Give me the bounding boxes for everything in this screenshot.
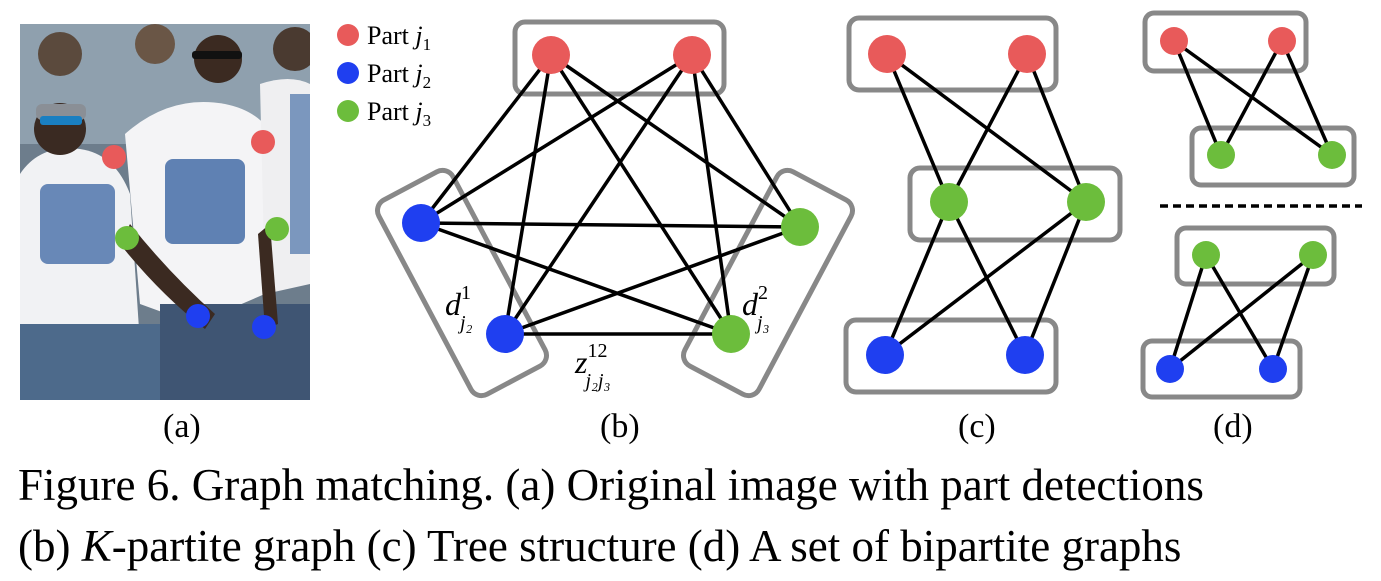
photo-detection-j1-left (102, 145, 126, 169)
tree-box-j2 (843, 317, 1059, 395)
bipartite-top-edges (1172, 39, 1334, 157)
bipartite-top-box-j1 (1142, 10, 1309, 74)
panel-label-c: (c) (958, 408, 996, 445)
svg-text:Part j1: Part j1 (367, 21, 431, 54)
tree-node-j1-b (1008, 35, 1046, 73)
figure-caption-line1: Figure 6. Graph matching. (a) Original i… (18, 460, 1204, 510)
bipartite-top-node-j1-b (1268, 27, 1296, 55)
tree-structure-graph (843, 15, 1123, 395)
bipartite-graphs (1140, 10, 1362, 400)
panel-label-a: (a) (163, 408, 201, 445)
panel-label-d: (d) (1213, 408, 1253, 445)
tree-node-j2-a (866, 336, 904, 374)
tree-node-j3-a (930, 183, 968, 221)
photo-detection-j1-right (251, 130, 275, 154)
bipartite-top-node-j3-a (1207, 141, 1235, 169)
bipartite-top-node-j1-a (1160, 27, 1188, 55)
legend-label-j1: Part (367, 21, 415, 50)
bipartite-top-node-j3-b (1318, 141, 1346, 169)
node-j2-b (486, 315, 524, 353)
node-j3-a (781, 208, 819, 246)
svg-text:Part j3: Part j3 (367, 97, 431, 130)
tree-node-j2-b (1006, 336, 1044, 374)
panel-label-b: (b) (600, 408, 640, 445)
legend-swatch-j3 (337, 100, 359, 122)
legend: Part j1 Part j2 Part j3 (337, 21, 431, 130)
photo-detection-j2-left (186, 304, 210, 328)
bipartite-bottom-node-j2-a (1156, 355, 1184, 383)
photo-detection-j3-left (115, 226, 139, 250)
bipartite-bottom-box-j2 (1140, 338, 1303, 400)
bipartite-top-box-j3 (1189, 125, 1357, 188)
group-box-j2 (375, 167, 549, 399)
bipartite-bottom-edges (1168, 253, 1315, 371)
node-j1-b (673, 36, 711, 74)
svg-text:Part j2: Part j2 (367, 59, 431, 92)
tree-node-j3-b (1067, 183, 1105, 221)
tree-node-j1-a (868, 35, 906, 73)
bipartite-bottom-box-j3 (1174, 225, 1337, 287)
legend-label-j3: Part (367, 97, 415, 126)
group-box-j3 (681, 167, 855, 399)
kpartite-edges (419, 53, 802, 336)
legend-swatch-j2 (337, 62, 359, 84)
tree-edges (883, 52, 1088, 357)
bipartite-bottom-node-j3-a (1192, 241, 1220, 269)
original-photo (20, 24, 310, 400)
node-j3-b (712, 315, 750, 353)
tree-box-j1 (846, 15, 1059, 93)
bipartite-bottom-node-j3-b (1299, 241, 1327, 269)
node-j2-a (402, 204, 440, 242)
legend-label-j2: Part (367, 59, 415, 88)
legend-swatch-j1 (337, 24, 359, 46)
group-box-j1 (512, 19, 727, 97)
photo-detection-j3-right (265, 217, 289, 241)
photo-detection-j2-right (252, 315, 276, 339)
tree-box-j3 (907, 165, 1123, 243)
bipartite-bottom-node-j2-b (1259, 355, 1287, 383)
figure-caption-line2: (b) K-partite graph (c) Tree structure (… (18, 521, 1182, 571)
node-j1-a (532, 36, 570, 74)
